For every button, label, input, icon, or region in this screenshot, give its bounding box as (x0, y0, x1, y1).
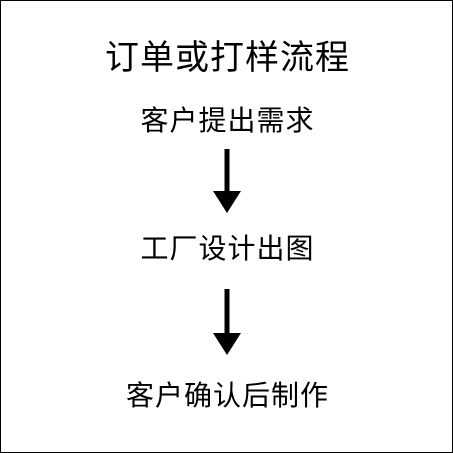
arrow-down-icon (213, 149, 241, 213)
arrow-down-icon (213, 289, 241, 355)
step-customer-confirm-production: 客户确认后制作 (125, 379, 329, 412)
diagram-title: 订单或打样流程 (105, 38, 350, 78)
step-factory-design: 工厂设计出图 (140, 232, 315, 265)
step-customer-request: 客户提出需求 (140, 104, 315, 137)
